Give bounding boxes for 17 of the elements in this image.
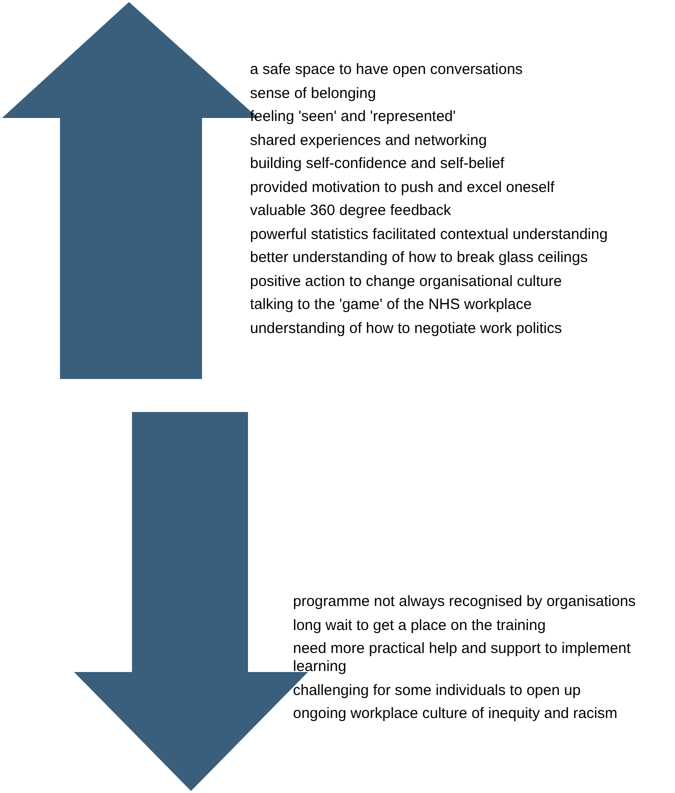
list-item: valuable 360 degree feedback [250, 202, 452, 220]
list-item: powerful statistics facilitated contextual understanding [250, 226, 609, 244]
list-item: better understanding of how to break glass ceilings [250, 249, 589, 267]
list-item: understanding of how to negotiate work politics [250, 320, 563, 338]
list-item: feeling 'seen' and 'represented' [250, 108, 457, 126]
list-item: positive action to change organisational culture [250, 272, 563, 290]
list-item: shared experiences and networking [250, 132, 488, 150]
list-item: need more practical help and support to implement learning [293, 640, 632, 676]
list-item: talking to the 'game' of the NHS workplace [250, 296, 533, 314]
list-item: provided motivation to push and excel oneself [250, 178, 556, 196]
list-item: challenging for some individuals to open up [293, 682, 582, 700]
list-item: building self-confidence and self-belief [250, 155, 506, 173]
list-item: long wait to get a place on the training [293, 616, 547, 634]
list-item: programme not always recognised by organisations [293, 593, 637, 611]
list-item: sense of belonging [250, 84, 377, 102]
list-item: a safe space to have open conversations [250, 61, 524, 79]
list-item: ongoing workplace culture of inequity and racism [293, 705, 618, 723]
